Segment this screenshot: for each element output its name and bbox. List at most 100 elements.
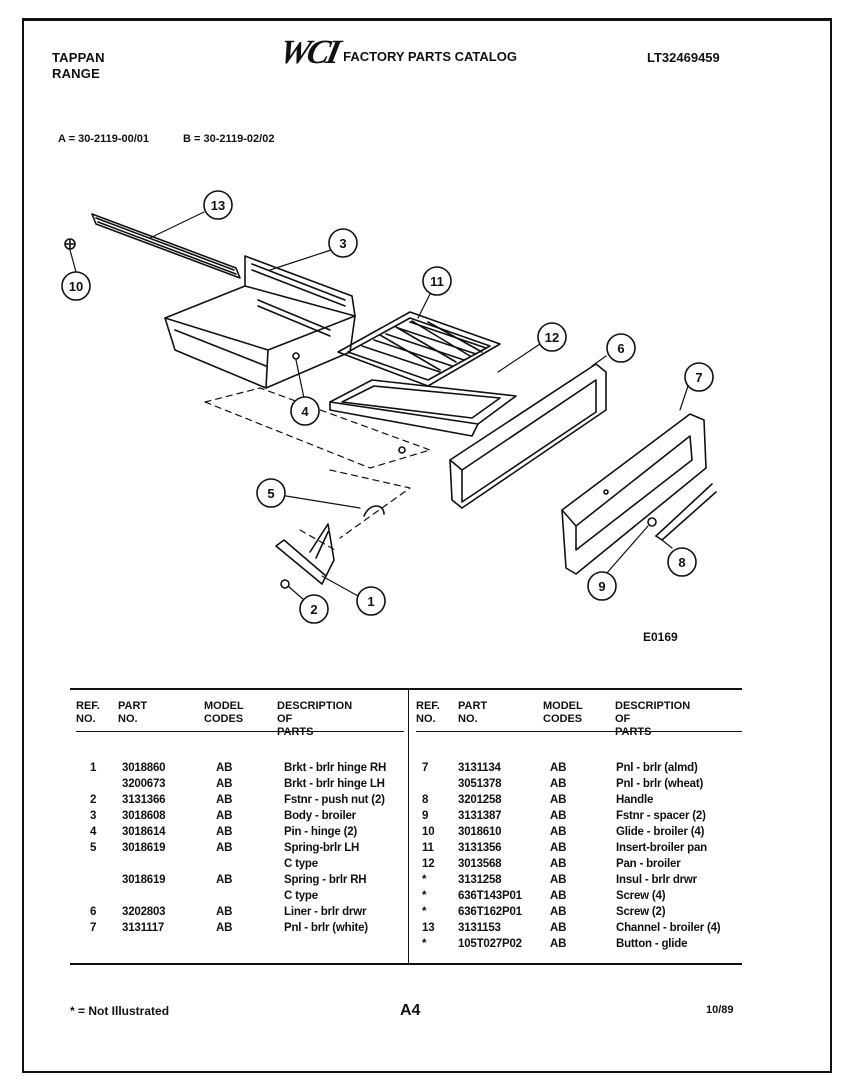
ref-cell: *	[422, 874, 427, 886]
model-code-cell: AB	[216, 826, 233, 838]
callout-5: 5	[256, 478, 286, 508]
part-number-cell: 3131387	[458, 810, 502, 822]
page-number: A4	[400, 1002, 421, 1019]
ref-cell: 1	[90, 762, 97, 774]
model-code-cell: AB	[550, 890, 567, 902]
catalog-header: WCI FACTORY PARTS CATALOG	[276, 34, 517, 71]
callout-7: 7	[684, 362, 714, 392]
ref-cell: 13	[422, 922, 435, 934]
model-code-cell: AB	[216, 762, 233, 774]
callout-8-label: 8	[678, 555, 685, 570]
description-cell: Pnl - brlr (wheat)	[616, 778, 704, 790]
description-cell: Channel - broiler (4)	[616, 922, 721, 934]
footnote: * = Not Illustrated	[70, 1004, 170, 1018]
callout-6-label: 6	[617, 341, 624, 356]
part-number-cell: 3202803	[122, 906, 166, 918]
callout-6: 6	[606, 333, 636, 363]
model-code-cell: AB	[550, 874, 567, 886]
part-push-nut	[280, 579, 290, 589]
description-cell: Body - broiler	[284, 810, 356, 822]
table-column-divider	[408, 688, 409, 963]
callout-3-label: 3	[339, 236, 346, 251]
description-cell: Button - glide	[616, 938, 688, 950]
model-list: A = 30-2119-00/01 B = 30-2119-02/02	[58, 133, 274, 145]
ref-cell: 4	[90, 826, 97, 838]
ref-cell: *	[422, 938, 427, 950]
model-code-cell: AB	[550, 826, 567, 838]
model-b: B = 30-2119-02/02	[183, 133, 275, 145]
brand-block: TAPPAN RANGE	[52, 50, 105, 82]
description-cell: Spring-brlr LH	[284, 842, 360, 854]
ref-cell: *	[422, 906, 427, 918]
revision-date: 10/89	[706, 1004, 734, 1016]
part-outer-panel	[561, 413, 707, 575]
product-name: RANGE	[52, 66, 100, 81]
callout-1-label: 1	[367, 594, 374, 609]
part-broiler-insert	[337, 311, 501, 387]
callout-7-label: 7	[695, 370, 702, 385]
ref-cell: 6	[90, 906, 97, 918]
part-number-cell: 3018614	[122, 826, 166, 838]
model-code-cell: AB	[216, 842, 233, 854]
callout-13: 13	[203, 190, 233, 220]
part-number-cell: 3131258	[458, 874, 502, 886]
ref-cell: 12	[422, 858, 435, 870]
callout-13-label: 13	[211, 198, 225, 213]
ref-cell: 8	[422, 794, 429, 806]
description-cell: Insert-broiler pan	[616, 842, 707, 854]
description-cell: Screw (2)	[616, 906, 666, 918]
part-handle	[655, 483, 717, 541]
description-cell: C type	[284, 890, 318, 902]
part-glide	[64, 238, 76, 250]
ref-cell: 5	[90, 842, 97, 854]
description-cell: Pnl - brlr (almd)	[616, 762, 698, 774]
ref-cell: 9	[422, 810, 429, 822]
part-number-cell: 3131153	[458, 922, 501, 934]
table-top-rule	[70, 688, 742, 690]
part-number-cell: 636T143P01	[458, 890, 522, 902]
part-number-cell: 636T162P01	[458, 906, 522, 918]
part-number-cell: 3131356	[458, 842, 502, 854]
description-cell: Fstnr - push nut (2)	[284, 794, 385, 806]
brand-name: TAPPAN	[52, 50, 105, 65]
callout-2-label: 2	[310, 602, 317, 617]
model-code-cell: AB	[550, 794, 567, 806]
part-number-cell: 3200673	[122, 778, 166, 790]
callout-11-label: 11	[430, 274, 444, 289]
catalog-title: FACTORY PARTS CATALOG	[343, 49, 517, 64]
diagram-code: E0169	[643, 630, 678, 644]
part-number-cell: 3018610	[458, 826, 502, 838]
part-number-cell: 3013568	[458, 858, 502, 870]
callout-12-label: 12	[545, 330, 559, 345]
part-number-cell: 3018619	[122, 874, 166, 886]
callout-11: 11	[422, 266, 452, 296]
part-number-cell: 3131117	[122, 922, 165, 934]
model-code-cell: AB	[550, 762, 567, 774]
part-spacer	[647, 517, 657, 527]
callout-8: 8	[667, 547, 697, 577]
description-cell: Screw (4)	[616, 890, 666, 902]
ref-cell: 11	[422, 842, 434, 854]
part-hinge-bracket	[275, 523, 335, 585]
description-cell: Handle	[616, 794, 654, 806]
description-cell: Brkt - brlr hinge RH	[284, 762, 387, 774]
model-code-cell: AB	[216, 794, 233, 806]
callout-4-label: 4	[301, 404, 309, 419]
callout-4: 4	[290, 396, 320, 426]
catalog-number: LT32469459	[647, 50, 720, 65]
part-number-cell: 3131134	[458, 762, 501, 774]
model-code-cell: AB	[216, 906, 233, 918]
part-fastener	[398, 446, 406, 454]
part-number-cell: 105T027P02	[458, 938, 522, 950]
part-number-cell: 3051378	[458, 778, 502, 790]
callout-9: 9	[587, 571, 617, 601]
exploded-parts-diagram: 13 3 10 11 12 6 7 4 5 1 2 9 8	[61, 190, 717, 624]
wci-logo: WCI	[276, 34, 342, 71]
callout-10: 10	[61, 271, 91, 301]
page-border	[22, 18, 832, 1073]
ref-cell: 3	[90, 810, 97, 822]
model-code-cell: AB	[550, 810, 567, 822]
